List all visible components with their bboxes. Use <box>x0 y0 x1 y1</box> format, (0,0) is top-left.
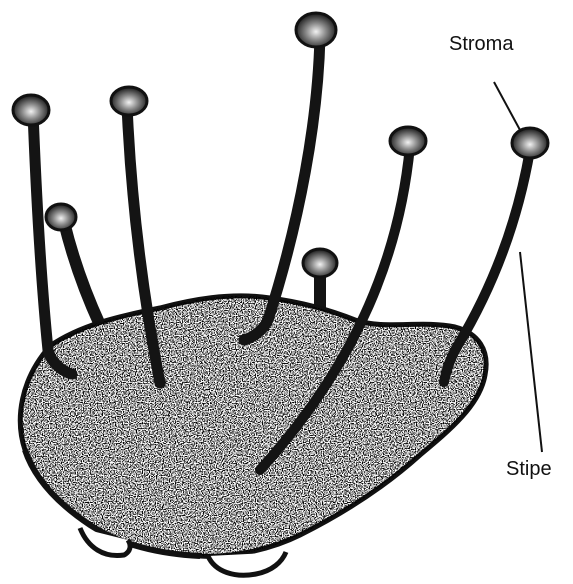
stroma-head-back-left <box>46 204 76 230</box>
stipe-back-left <box>64 222 100 325</box>
stipe-right <box>444 150 530 382</box>
body-lump-mid <box>208 552 286 575</box>
stroma-head-small <box>303 249 337 277</box>
stroma-head-far-left <box>13 95 49 125</box>
stroma-head-left-center <box>111 87 147 115</box>
stroma-label: Stroma <box>449 33 513 56</box>
stroma-head-right-center <box>390 127 426 155</box>
stipe-label: Stipe <box>506 458 552 481</box>
stroma-head-right <box>512 128 548 158</box>
stipe-leader-line <box>520 252 542 452</box>
stroma-head-tall-center <box>296 13 336 47</box>
stroma-leader-line <box>494 82 520 130</box>
